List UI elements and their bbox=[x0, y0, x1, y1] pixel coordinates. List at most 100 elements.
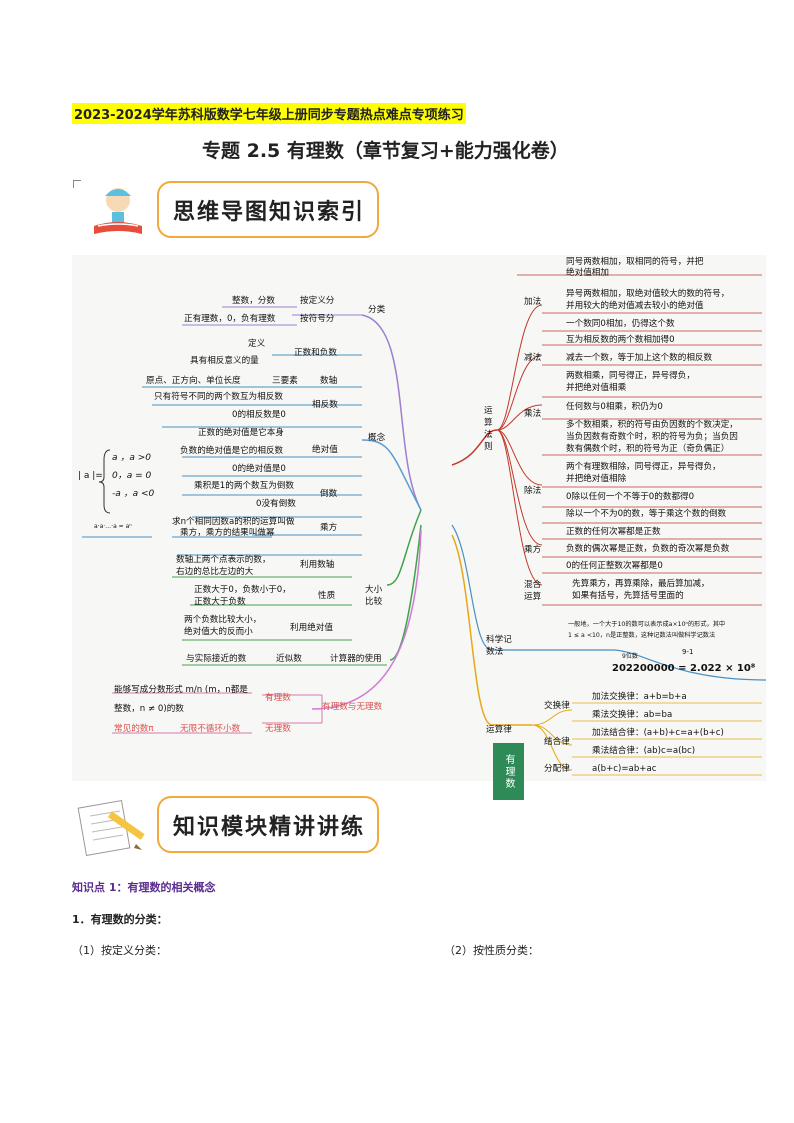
item-1: 1．有理数的分类： bbox=[72, 913, 168, 926]
jiafa-r1a: 同号两数相加，取相同的符号，并把 bbox=[566, 257, 704, 267]
yunsuanlv-jhe-a: 加法结合律：(a+b)+c=a+(b+c) bbox=[592, 728, 724, 738]
chengfang-formula: a·a·…·a = aⁿ bbox=[94, 523, 132, 530]
jiafa-r1b: 绝对值相加 bbox=[566, 268, 609, 278]
wuli-yl: 有理数 bbox=[265, 693, 291, 703]
jianfa-r1: 减去一个数，等于加上这个数的相反数 bbox=[566, 353, 713, 363]
xiangfan-b: 0的相反数是0 bbox=[232, 410, 286, 420]
daoshu-b: 0没有倒数 bbox=[256, 499, 296, 509]
fenlei-l1: 整数，分数 bbox=[232, 296, 275, 306]
kexue-label-2: 数法 bbox=[486, 647, 504, 657]
jisuanqi-n: 近似数 bbox=[276, 654, 302, 664]
hunhe-r1a: 先算乘方，再算乘除，最后算加减， bbox=[572, 579, 710, 589]
bijiao-s2-a: 正数大于0，负数小于0， bbox=[194, 585, 291, 595]
bijiao-s1: 利用数轴 bbox=[300, 560, 335, 570]
chengfang-a: 求n个相同因数a的积的运算叫做 bbox=[172, 517, 295, 527]
wuli-yl-b: 整数，n ≠ 0)的数 bbox=[114, 704, 184, 714]
chufa-label: 除法 bbox=[524, 486, 542, 496]
yunsuanlv-fp-a: a(b+c)=ab+ac bbox=[592, 764, 657, 774]
abs-case-2: 0，a = 0 bbox=[112, 471, 152, 481]
jdz-a: 正数的绝对值是它本身 bbox=[198, 428, 284, 438]
yunsuanlv-fp: 分配律 bbox=[544, 764, 570, 774]
chengfang-r2: 负数的偶次幂是正数，负数的奇次幂是负数 bbox=[566, 544, 730, 554]
daoshu: 倒数 bbox=[320, 489, 338, 499]
jiafa-r3: 一个数同0相加，仍得这个数 bbox=[566, 319, 675, 329]
yunsuanlv-jh-b: 乘法交换律：ab=ba bbox=[592, 710, 673, 720]
jisuanqi-label: 计算器的使用 bbox=[330, 654, 382, 664]
wuli-wl-b: 无限不循环小数 bbox=[180, 724, 241, 734]
abs-case-3: -a ，a <0 bbox=[112, 489, 155, 499]
bijiao-s3: 利用绝对值 bbox=[290, 623, 333, 633]
abs-case-1: a ，a >0 bbox=[112, 453, 152, 463]
chengfang-b: 乘方，乘方的结果叫做幂 bbox=[180, 528, 275, 538]
zhengfu-a: 定义 bbox=[248, 339, 266, 349]
page-title: 专题 2.5 有理数（章节复习+能力强化卷） bbox=[202, 140, 569, 162]
chufa-r1b: 并把绝对值相除 bbox=[566, 474, 627, 484]
kexue-ex-top1: 9位数 bbox=[622, 653, 638, 660]
zhengfu-b: 具有相反意义的量 bbox=[190, 356, 259, 366]
xiangfan: 相反数 bbox=[312, 400, 338, 410]
fenlei-n2: 按符号分 bbox=[300, 314, 335, 324]
fenlei-l2: 正有理数，0，负有理数 bbox=[184, 314, 276, 324]
chengfa-r3a: 多个数相乘，积的符号由负因数的个数决定， bbox=[566, 420, 738, 430]
chufa-r2: 0除以任何一个不等于0的数都得0 bbox=[566, 492, 695, 502]
gainian-label: 概念 bbox=[368, 433, 386, 443]
wuli-wl: 无理数 bbox=[265, 724, 291, 734]
jisuanqi-a: 与实际接近的数 bbox=[186, 654, 247, 664]
jiafa-label: 加法 bbox=[524, 297, 542, 307]
mindmap-banner: 思维导图知识索引 bbox=[157, 181, 379, 238]
wuli-wl-a: 常见的数π bbox=[114, 724, 154, 734]
chengfang-r3: 0的任何正整数次幂都是0 bbox=[566, 561, 663, 571]
mindmap: 有理数 分类 按定义分 整数，分数 按符号分 正有理数，0，负有理数 概念 正数… bbox=[72, 255, 766, 800]
shuzhou: 数轴 bbox=[320, 376, 338, 386]
yunsuanlv-jhe: 结合律 bbox=[544, 737, 570, 747]
jiafa-r4: 互为相反数的两个数相加得0 bbox=[566, 335, 675, 345]
kexue-r1a: 一般地，一个大于10的数可以表示成a×10ⁿ的形式，其中 bbox=[568, 621, 726, 628]
kexue-label-1: 科学记 bbox=[486, 635, 512, 645]
yunsuanlv-jh: 交换律 bbox=[544, 701, 570, 711]
chufa-r3: 除以一个不为0的数，等于乘这个数的倒数 bbox=[566, 509, 727, 519]
jianfa-label: 减法 bbox=[524, 353, 542, 363]
bijiao-s3-a: 两个负数比较大小， bbox=[184, 615, 262, 625]
chengfa-r3c: 数有偶数个时，积的符号为正（奇负偶正） bbox=[566, 444, 730, 454]
chengfang-r-label: 乘方 bbox=[524, 545, 542, 555]
shuzhou-b: 三要素 bbox=[272, 376, 298, 386]
daoshu-a: 乘积是1的两个数互为倒数 bbox=[194, 481, 294, 491]
hunhe-label-2: 运算 bbox=[524, 592, 542, 602]
xiangfan-a: 只有符号不同的两个数互为相反数 bbox=[154, 392, 283, 402]
abs-lhs: | a |= bbox=[78, 471, 103, 481]
notepad-pencil-icon bbox=[76, 798, 148, 857]
corner-mark bbox=[73, 180, 81, 188]
bijiao-label-2: 比较 bbox=[365, 597, 383, 607]
jdz: 绝对值 bbox=[312, 445, 338, 455]
wuli-yl-a: 能够写成分数形式 m/n (m，n都是 bbox=[114, 685, 248, 695]
jiafa-r2b: 并用较大的绝对值减去较小的绝对值 bbox=[566, 301, 704, 311]
yunsuanlv-jh-a: 加法交换律：a+b=b+a bbox=[592, 692, 687, 702]
knowledge-point-heading: 知识点 1：有理数的相关概念 bbox=[72, 881, 216, 894]
kexue-r1b: 1 ≤ a <10，n是正整数，这种记数法叫做科学记数法 bbox=[568, 632, 716, 639]
hunhe-label-1: 混合 bbox=[524, 580, 542, 590]
kexue-example: 202200000 = 2.022 × 10⁸ bbox=[612, 663, 756, 674]
series-title: 2023-2024学年苏科版数学七年级上册同步专题热点难点专项练习 bbox=[72, 103, 466, 124]
fenlei-n1: 按定义分 bbox=[300, 296, 335, 306]
chengfang: 乘方 bbox=[320, 523, 338, 533]
wuli-label: 有理数与无理数 bbox=[322, 702, 383, 712]
knowledge-banner: 知识模块精讲讲练 bbox=[157, 796, 379, 853]
bijiao-s2-b: 正数大于负数 bbox=[194, 597, 246, 607]
fenlei-label: 分类 bbox=[368, 305, 386, 315]
chengfang-r1: 正数的任何次幂都是正数 bbox=[566, 527, 661, 537]
chengfa-r1b: 并把绝对值相乘 bbox=[566, 383, 627, 393]
center-node: 有理数 bbox=[493, 743, 524, 800]
chufa-r1a: 两个有理数相除，同号得正，异号得负， bbox=[566, 462, 721, 472]
jdz-c: 0的绝对值是0 bbox=[232, 464, 286, 474]
chengfa-r3b: 当负因数有奇数个时，积的符号为负；当负因 bbox=[566, 432, 738, 442]
shuzhou-a: 原点、正方向、单位长度 bbox=[146, 376, 241, 386]
boy-reading-icon bbox=[88, 182, 148, 236]
chengfa-r2: 任何数与0相乘，积仍为0 bbox=[566, 402, 663, 412]
hunhe-r1b: 如果有括号，先算括号里面的 bbox=[572, 591, 684, 601]
bijiao-s2: 性质 bbox=[318, 591, 336, 601]
sub-item-2: （2）按性质分类： bbox=[444, 944, 539, 957]
chengfa-label: 乘法 bbox=[524, 409, 542, 419]
yunsuanlv-label: 运算律 bbox=[486, 725, 512, 735]
kexue-ex-top2: 9-1 bbox=[682, 648, 694, 656]
jdz-b: 负数的绝对值是它的相反数 bbox=[180, 446, 284, 456]
